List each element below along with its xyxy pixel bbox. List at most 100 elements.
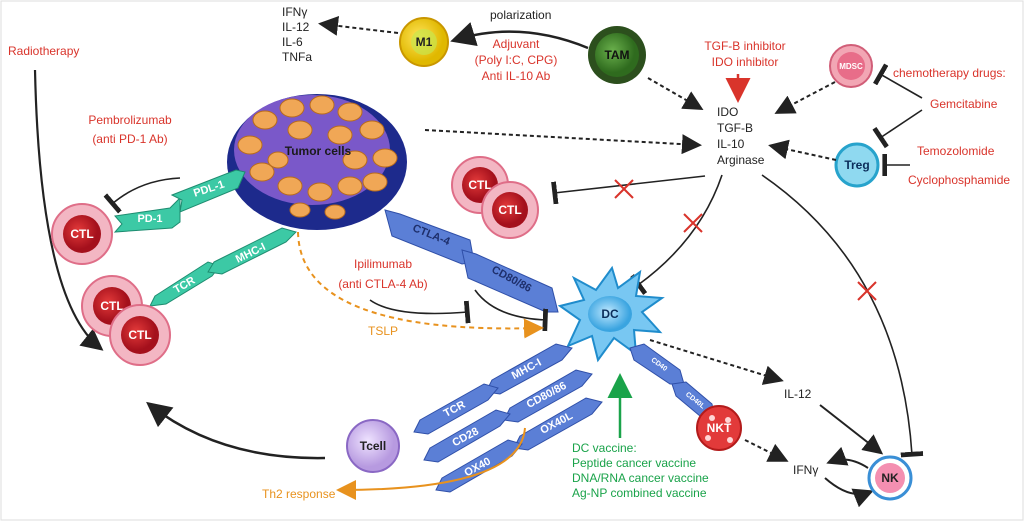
- pembrolizumab-text: Pembrolizumab (anti PD-1 Ab): [88, 113, 172, 146]
- dc-vaccine-text: DC vaccine: Peptide cancer vaccine DNA/R…: [572, 441, 709, 500]
- tam-cell: TAM: [588, 26, 646, 84]
- nk-label: NK: [881, 471, 899, 485]
- nk-cell: NK: [867, 455, 913, 501]
- mdsc-label: MDSC: [839, 62, 863, 71]
- m1-to-cytokines-arrow: [318, 15, 399, 36]
- suppressors-to-nk-inhibit: [761, 174, 924, 458]
- tgfb-inhibitor-text: TGF-B inhibitor IDO inhibitor: [704, 39, 785, 69]
- gemcitabine-label: Gemcitabine: [930, 97, 998, 111]
- th2-label: Th2 response: [262, 487, 336, 501]
- cd8086-ligand-top: CD80/86: [461, 249, 559, 313]
- ifny-to-nk-arrow: [824, 477, 874, 508]
- ifny-label: IFNγ: [793, 463, 818, 477]
- tam-label: TAM: [604, 48, 629, 62]
- suppressor-ido: IDO: [717, 105, 738, 119]
- mdsc-to-suppressors-arrow: [774, 81, 836, 114]
- cross-mark-3: [857, 281, 877, 301]
- chemo-label: chemotherapy drugs:: [893, 66, 1006, 80]
- tgfb-inhibitor-line-1: TGF-B inhibitor: [704, 39, 785, 53]
- tumor-cells: Tumor cells: [227, 94, 407, 230]
- dc-vaccine-line-3: DNA/RNA cancer vaccine: [572, 471, 709, 485]
- dc-vaccine-line-1: DC vaccine:: [572, 441, 637, 455]
- il12-to-nk-arrow: [819, 404, 884, 455]
- ctla4-receptor: CTLA-4: [384, 209, 475, 265]
- nk-to-ifny-arrow: [826, 446, 869, 469]
- m1-cell: M1: [399, 17, 449, 67]
- tumor-label: Tumor cells: [285, 144, 352, 158]
- nkt-cell: NKT: [696, 405, 742, 451]
- ctl-label-2: CTL: [100, 299, 123, 313]
- ctl-label: CTL: [70, 227, 93, 241]
- ctl-label-4: CTL: [468, 178, 491, 192]
- tcell-to-ctl-arrow: [146, 401, 326, 460]
- mhc1-ligand-left: MHC-I: [207, 227, 297, 275]
- cyclophosphamide-label: Cyclophosphamide: [908, 173, 1010, 187]
- cytokine-ifny: IFNγ: [282, 5, 307, 19]
- dc-to-il12-arrow: [649, 339, 784, 385]
- pembrolizumab-line-1: Pembrolizumab: [88, 113, 172, 127]
- il12-label: IL-12: [784, 387, 812, 401]
- cytokine-list: IFNγ IL-12 IL-6 TNFa: [282, 5, 312, 64]
- suppressor-arginase: Arginase: [717, 153, 765, 167]
- temozolomide-label: Temozolomide: [917, 144, 995, 158]
- pd1-label: PD-1: [137, 213, 162, 225]
- cross-mark-1: [614, 179, 634, 199]
- suppressor-tgfb: TGF-B: [717, 121, 753, 135]
- dc-cell: DC: [557, 265, 665, 363]
- th2-arrow: [336, 427, 526, 500]
- ctl-cell-left: CTL: [51, 203, 113, 265]
- cytokine-il6: IL-6: [282, 35, 303, 49]
- tam-to-suppressors-arrow: [647, 77, 704, 110]
- dc-label: DC: [601, 307, 619, 321]
- ctl-label-3: CTL: [128, 328, 151, 342]
- suppressor-il10: IL-10: [717, 137, 745, 151]
- pembrolizumab-line-2: (anti PD-1 Ab): [92, 132, 167, 146]
- mdsc-cell: MDSC: [829, 44, 873, 88]
- cross-mark-2: [683, 213, 703, 233]
- pd1-receptor: PD-1: [113, 196, 181, 233]
- radiotherapy-arrow: [33, 69, 104, 351]
- cd40-receptor: CD40: [629, 343, 685, 385]
- pdl1-ligand: PDL-1: [170, 169, 246, 213]
- adjuvant-text: Adjuvant (Poly I:C, CPG) Anti IL-10 Ab: [475, 37, 558, 83]
- ipilimumab-line-1: Ipilimumab: [354, 257, 412, 271]
- ipilimumab-text: Ipilimumab (anti CTLA-4 Ab): [338, 257, 427, 291]
- treg-to-suppressors-arrow: [768, 139, 837, 161]
- pembrolizumab-inhibit: [103, 177, 181, 214]
- ctl-pair-center: CTL CTL: [451, 156, 539, 239]
- treg-label: Treg: [844, 158, 869, 172]
- ctl-pair-left: CTL CTL: [81, 275, 171, 366]
- polarization-label: polarization: [490, 8, 551, 22]
- suppressor-list: IDO TGF-B IL-10 Arginase: [717, 105, 765, 167]
- ipilimumab-inhibit-1: [369, 299, 471, 324]
- nkt-label: NKT: [707, 421, 732, 435]
- cytokine-tnfa: TNFa: [282, 50, 312, 64]
- nkt-to-ifny-arrow: [744, 439, 789, 462]
- tcell-label: Tcell: [360, 439, 386, 453]
- tslp-arrow: [297, 231, 544, 339]
- tcr-receptor-dc: TCR: [413, 383, 499, 435]
- ipilimumab-line-2: (anti CTLA-4 Ab): [338, 277, 427, 291]
- cd8086-ligand-bottom: CD80/86: [503, 369, 593, 423]
- radiotherapy-label: Radiotherapy: [8, 44, 79, 58]
- adjuvant-line-2: (Poly I:C, CPG): [475, 53, 558, 67]
- treg-cell: Treg: [834, 142, 880, 188]
- cytokine-il12: IL-12: [282, 20, 310, 34]
- dc-vaccine-line-2: Peptide cancer vaccine: [572, 456, 696, 470]
- tgfb-inhibitor-line-2: IDO inhibitor: [712, 55, 779, 69]
- gemcitabine-to-treg-inhibit: [872, 109, 923, 149]
- gemcitabine-to-mdsc-inhibit: [873, 63, 923, 99]
- tslp-label: TSLP: [368, 324, 398, 338]
- tumor-to-suppressors-arrow: [424, 129, 702, 155]
- tam-to-m1-arrow: [450, 22, 589, 50]
- ctl-label-5: CTL: [498, 203, 521, 217]
- adjuvant-line-1: Adjuvant: [493, 37, 540, 51]
- suppressors-to-dc-inhibit: [630, 174, 723, 296]
- adjuvant-line-3: Anti IL-10 Ab: [482, 69, 551, 83]
- dc-vaccine-line-4: Ag-NP combined vaccine: [572, 486, 707, 500]
- tcell: Tcell: [346, 419, 400, 473]
- m1-label: M1: [416, 35, 433, 49]
